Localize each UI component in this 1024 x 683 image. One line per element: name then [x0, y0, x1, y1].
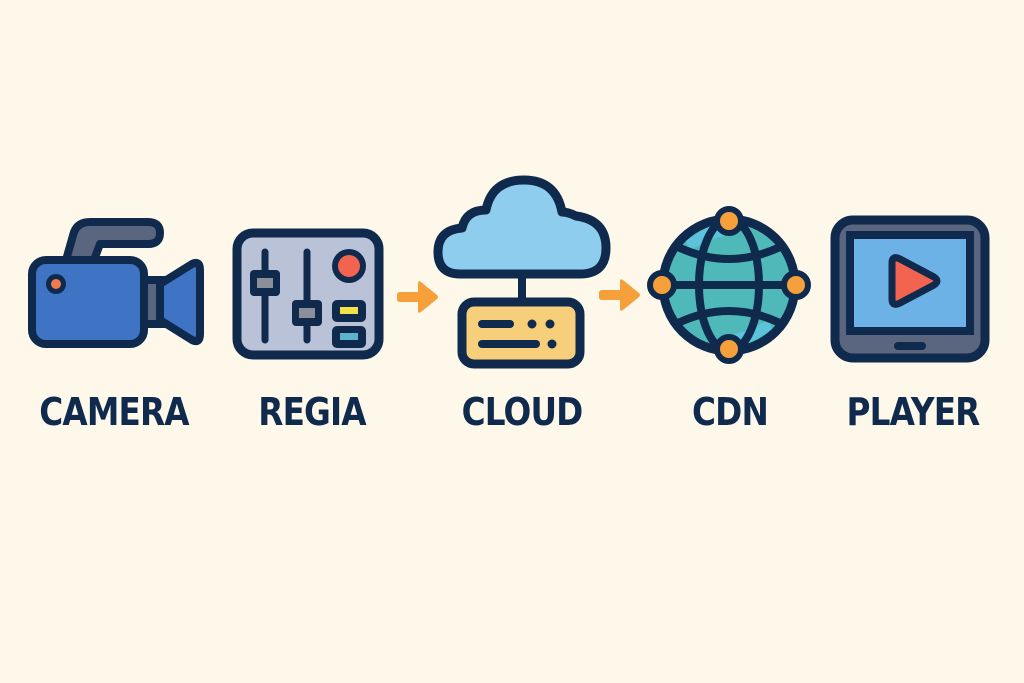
arrow-right-icon — [599, 279, 640, 311]
cloud-server-icon — [433, 175, 611, 369]
edge-regia-cloud — [396, 280, 440, 314]
node-regia — [232, 228, 384, 360]
label-cdn: CDN — [692, 390, 769, 434]
tablet-play-icon — [830, 215, 990, 363]
edge-cloud-cdn — [598, 278, 642, 312]
label-player: PLAYER — [846, 390, 981, 434]
mixing-console-icon — [232, 228, 384, 360]
label-cloud: CLOUD — [461, 390, 584, 434]
video-camera-icon — [28, 218, 204, 348]
node-camera — [28, 208, 204, 348]
label-regia: REGIA — [258, 390, 366, 434]
node-player — [830, 215, 990, 363]
label-camera: CAMERA — [39, 390, 189, 434]
node-cdn — [646, 205, 812, 365]
arrow-right-icon — [397, 281, 438, 313]
globe-network-icon — [647, 206, 811, 364]
node-cloud — [433, 174, 611, 370]
